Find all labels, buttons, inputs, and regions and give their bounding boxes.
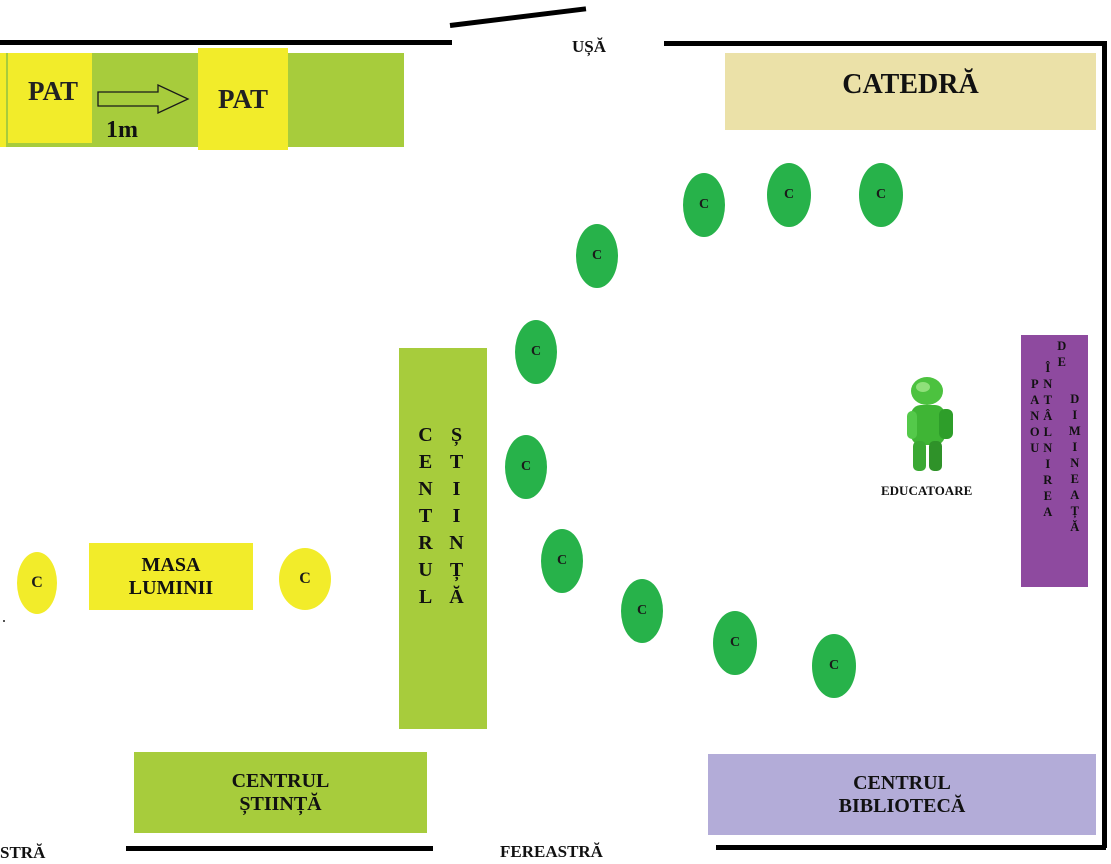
chair: C xyxy=(713,611,757,675)
light-table: MASA LUMINII xyxy=(89,543,253,610)
chair: C xyxy=(683,173,725,237)
teacher-label: EDUCATOARE xyxy=(881,483,973,498)
top-wall-left xyxy=(0,40,452,45)
chair: C xyxy=(812,634,856,698)
library-center-line-2: BIBLIOTECĂ xyxy=(838,794,966,817)
chair: C xyxy=(859,163,903,227)
chair: C xyxy=(515,320,557,384)
panel-word-4: DIMINEAȚĂ xyxy=(1067,392,1082,536)
door-label: UȘĂ xyxy=(572,37,607,56)
science-center-bottom-line-2: ȘTIINȚĂ xyxy=(239,792,322,815)
right-wall xyxy=(1102,41,1107,848)
bottom-wall-right xyxy=(716,845,1106,850)
science-center-vertical xyxy=(399,348,487,729)
science-column-word-2: ȘTIINȚĂ xyxy=(445,424,468,613)
bed-left: PAT xyxy=(8,53,92,143)
chair: C xyxy=(576,224,618,288)
light-table-line-2: LUMINII xyxy=(128,576,214,599)
window-label-left: STRĂ xyxy=(0,843,46,862)
panel-word-2: ÎNTÂLNIREA xyxy=(1040,361,1055,521)
light-table-line-1: MASA xyxy=(141,553,201,576)
chair: C xyxy=(621,579,663,643)
chair: C xyxy=(767,163,811,227)
panel-word-3: DE xyxy=(1054,339,1069,371)
teacher-figure-icon xyxy=(907,377,953,471)
desk-label: CATEDRĂ xyxy=(842,69,979,100)
chair: C xyxy=(505,435,547,499)
arrow-icon xyxy=(97,84,190,114)
chair-yellow-right: C xyxy=(279,548,331,610)
bed-right: PAT xyxy=(198,48,288,150)
science-center-bottom: CENTRUL ȘTIINȚĂ xyxy=(134,752,427,833)
bed-strip-left xyxy=(0,53,6,147)
door-leaf xyxy=(449,6,587,28)
window-label-bottom: FEREASTRĂ xyxy=(500,842,603,861)
chair-yellow-left: C xyxy=(17,552,57,614)
panel-word-1: PANOU xyxy=(1027,377,1042,457)
teacher-desk: CATEDRĂ xyxy=(725,53,1096,130)
library-center-line-1: CENTRUL xyxy=(853,771,951,794)
chair: C xyxy=(541,529,583,593)
bottom-wall-left xyxy=(126,846,433,851)
morning-meeting-panel xyxy=(1021,335,1088,587)
library-center: CENTRUL BIBLIOTECĂ xyxy=(708,754,1096,835)
distance-label: 1m xyxy=(106,117,138,143)
top-wall-right xyxy=(664,41,1107,46)
science-column-word-1: CENTRUL xyxy=(414,424,437,613)
science-center-bottom-line-1: CENTRUL xyxy=(231,769,330,792)
stray-dot xyxy=(3,620,5,622)
